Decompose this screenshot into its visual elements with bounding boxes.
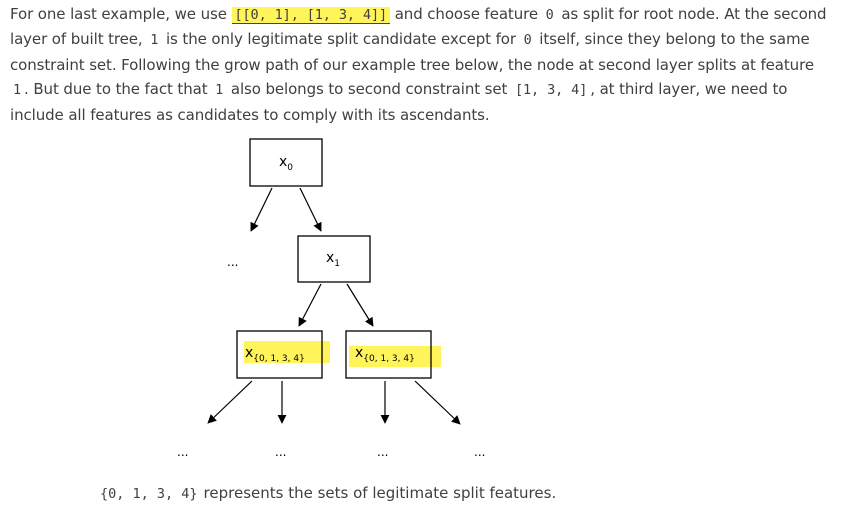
constraint-set-code: [1, 3, 4] [514, 82, 588, 99]
third-right-node [345, 330, 432, 379]
edge-second-right [346, 283, 374, 327]
ellipsis-leaf: ... [474, 445, 485, 459]
diagram-caption: {0, 1, 3, 4} represents the sets of legit… [100, 483, 556, 504]
constraint-code: [[0, 1], [1, 3, 4]] [231, 7, 391, 24]
text-segment: , at third layer, we need to include all… [10, 80, 788, 124]
ellipsis-second-layer: ... [227, 255, 238, 269]
edge-left-left [207, 380, 253, 424]
edge-right-right [414, 380, 461, 425]
ellipsis-leaf: ... [275, 445, 286, 459]
second-node-label: x1 [326, 250, 340, 269]
text-segment: as split for root node. At the second la… [10, 5, 827, 49]
highlight-left [244, 341, 330, 363]
text-segment: . But due to the fact that [24, 80, 213, 99]
edge-root-left [250, 187, 273, 232]
root-node-label: x0 [279, 154, 293, 173]
text-segment: is the only legitimate split candidate e… [161, 30, 521, 49]
feature-set-code: {0, 1, 3, 4} [100, 486, 198, 502]
ellipsis-leaf: ... [177, 445, 188, 459]
feature-code: 1 [13, 82, 22, 99]
feature-code: 0 [545, 7, 554, 23]
feature-code: 1 [150, 32, 159, 49]
third-left-node-label: x{0, 1, 3, 4} [245, 345, 305, 364]
text-segment: and choose feature [390, 5, 543, 23]
root-node [249, 138, 323, 187]
explanation-paragraph: For one last example, we use [[0, 1], [1… [10, 2, 830, 127]
edge-second-left [298, 283, 322, 327]
feature-code: 0 [523, 32, 532, 49]
second-node [297, 235, 371, 283]
text-segment: For one last example, we use [10, 5, 232, 23]
edge-root-right [299, 187, 322, 232]
ellipsis-leaf: ... [377, 445, 388, 459]
feature-code: 1 [215, 82, 224, 99]
caption-text: represents the sets of legitimate split … [203, 484, 557, 502]
text-segment: also belongs to second constraint set [226, 80, 512, 99]
third-left-node [236, 330, 323, 379]
text-segment: itself, since they belong to the same co… [10, 30, 814, 74]
highlight-right [349, 346, 441, 367]
third-right-node-label: x{0, 1, 3, 4} [355, 345, 415, 364]
